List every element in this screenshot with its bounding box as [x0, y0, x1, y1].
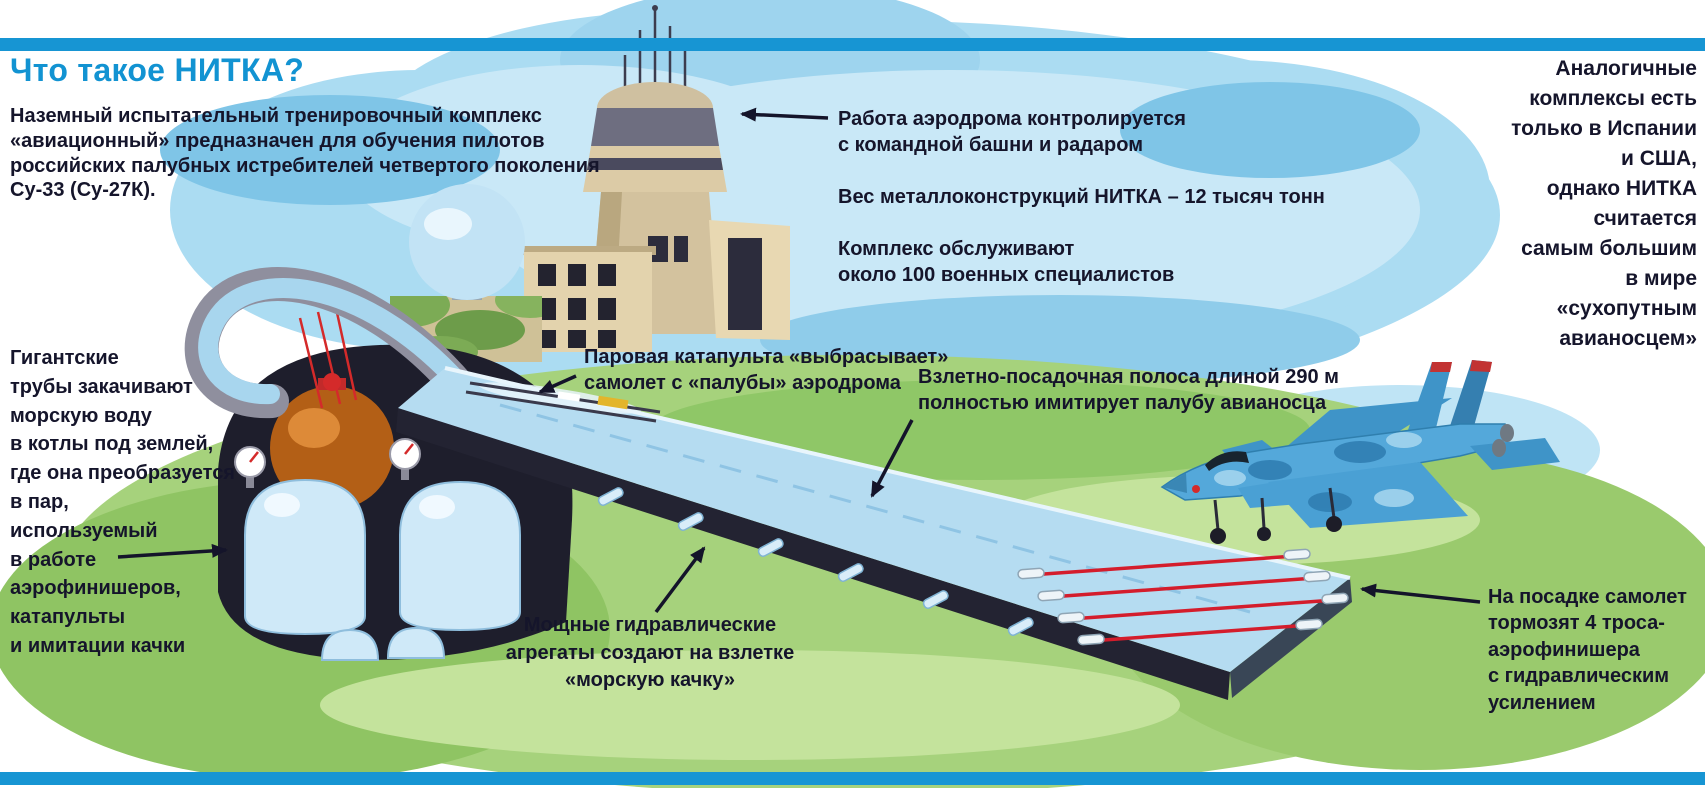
arrow-to-hydraulics — [654, 546, 706, 614]
arrow-to-runway — [870, 419, 914, 498]
fighter-jet-illustration — [1160, 360, 1560, 544]
boilers-illustration — [234, 307, 521, 661]
annotation-hydraulic-units: Мощные гидравлические агрегаты создают н… — [505, 614, 795, 692]
boiler-dome-left — [244, 478, 366, 636]
arrow-to-catapult — [538, 374, 577, 394]
annotation-structure-weight: Вес металлоконструкций НИТКА – 12 тысяч … — [838, 186, 1325, 208]
annotation-arresting-gear: На посадке самолет тормозят 4 троса- аэр… — [1488, 586, 1687, 714]
ski-jump-ramp — [184, 267, 477, 419]
control-tower-illustration — [520, 5, 790, 352]
hydraulic-rams — [597, 487, 1034, 636]
annotation-arrows — [117, 107, 1481, 614]
boiler-dome-right — [399, 480, 521, 632]
steam-cables — [298, 307, 358, 409]
annotation-staff-count: Комплекс обслуживают около 100 военных с… — [838, 238, 1175, 287]
intake-pipes — [320, 626, 446, 661]
arrow-to-boilers — [117, 543, 228, 559]
wire-dampers — [1017, 548, 1349, 646]
annotation-steam-catapult: Паровая катапульта «выбрасывает» самолет… — [584, 346, 949, 394]
arrow-to-tower — [740, 107, 829, 122]
intro-text: Наземный испытательный тренировочный ком… — [10, 105, 600, 202]
pressure-gauges — [234, 438, 421, 488]
steam-catapult-track — [465, 381, 661, 423]
tower-annex-building — [520, 246, 656, 352]
arrow-to-arresting-wires — [1360, 583, 1481, 604]
page-title: Что такое НИТКА? — [10, 52, 305, 88]
annotation-control-tower: Работа аэродрома контролируется с команд… — [838, 108, 1186, 157]
landing-gear — [1210, 487, 1342, 544]
annotation-pipes-boilers: Гигантские трубы закачивают морскую воду… — [10, 347, 235, 657]
arresting-wires — [1029, 554, 1336, 643]
camouflage-patches — [1214, 432, 1422, 512]
top-blue-bar — [0, 38, 1705, 51]
bottom-blue-bar — [0, 772, 1705, 785]
annotation-runway-length: Взлетно-посадочная полоса длиной 290 м п… — [918, 366, 1339, 414]
runway-deck — [396, 366, 1352, 700]
annotation-world-analogues: Аналогичные комплексы есть только в Испа… — [1511, 57, 1697, 351]
